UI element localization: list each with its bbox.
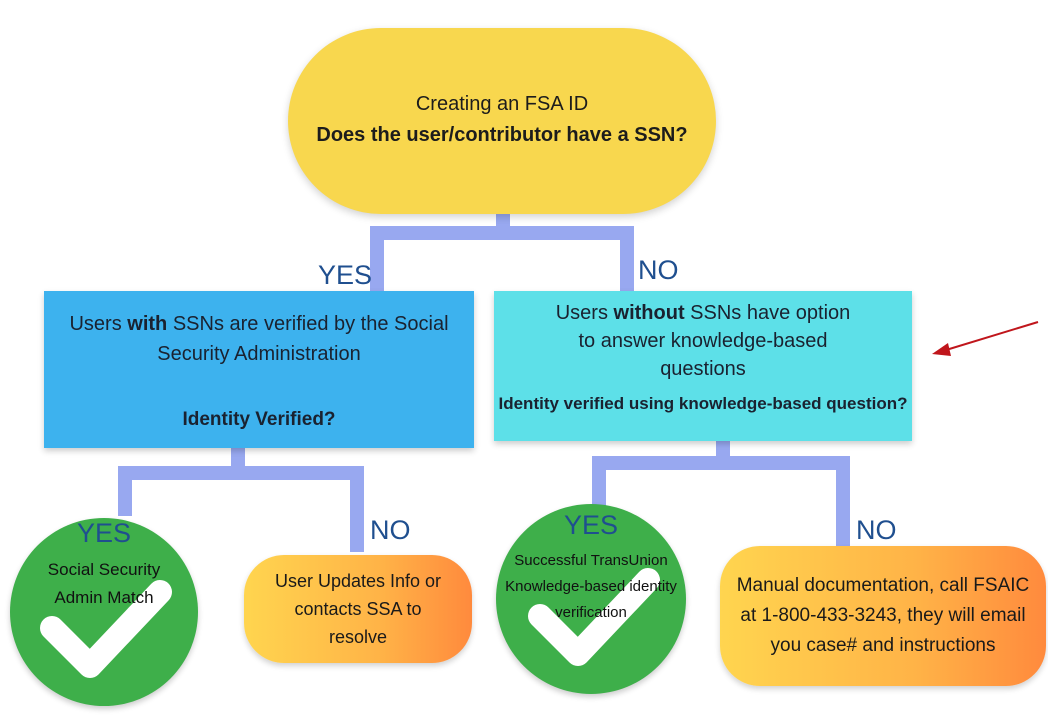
no-label-top: NO (638, 255, 679, 285)
start-decision-oval: Creating an FSA ID Does the user/contrib… (288, 28, 716, 214)
no-label-right: NO (856, 515, 897, 545)
checkmark-icon (528, 568, 660, 666)
no-ssn-users-box: Users without SSNs have option to answer… (494, 291, 912, 441)
transunion-text: Successful TransUnion Knowledge-based id… (505, 552, 677, 621)
ssn-users-box: Users with SSNs are verified by the Soci… (44, 291, 474, 448)
manual-documentation-text: Manual documentation, call FSAIC at 1-80… (736, 575, 1030, 656)
no-label-left: NO (370, 515, 411, 545)
user-update-text: User Updates Info or contacts SSA to res… (274, 571, 442, 647)
start-question: Does the user/contributor have a SSN? (316, 123, 688, 146)
ssn-users-description: Users with SSNs are verified by the Soci… (69, 313, 449, 365)
user-update-outcome: User Updates Info or contacts SSA to res… (244, 555, 472, 663)
checkmark-icon (40, 580, 172, 678)
yes-label-top: YES (318, 260, 373, 290)
transunion-outcome: YES Successful TransUnion Knowledge-base… (496, 504, 686, 694)
manual-documentation-outcome: Manual documentation, call FSAIC at 1-80… (720, 546, 1046, 686)
yes-label-right: YES (563, 510, 619, 540)
pointer-arrow (932, 321, 1039, 356)
ssa-match-outcome: YES Social Security Admin Match (10, 518, 198, 706)
start-title: Creating an FSA ID (415, 92, 589, 115)
yes-label-left: YES (76, 518, 132, 548)
ssa-match-text: Social Security Admin Match (47, 560, 161, 607)
no-ssn-users-description: Users without SSNs have option to answer… (555, 302, 851, 380)
identity-verified-question: Identity Verified? (182, 409, 336, 430)
knowledge-question: Identity verified using knowledge-based … (498, 394, 908, 413)
